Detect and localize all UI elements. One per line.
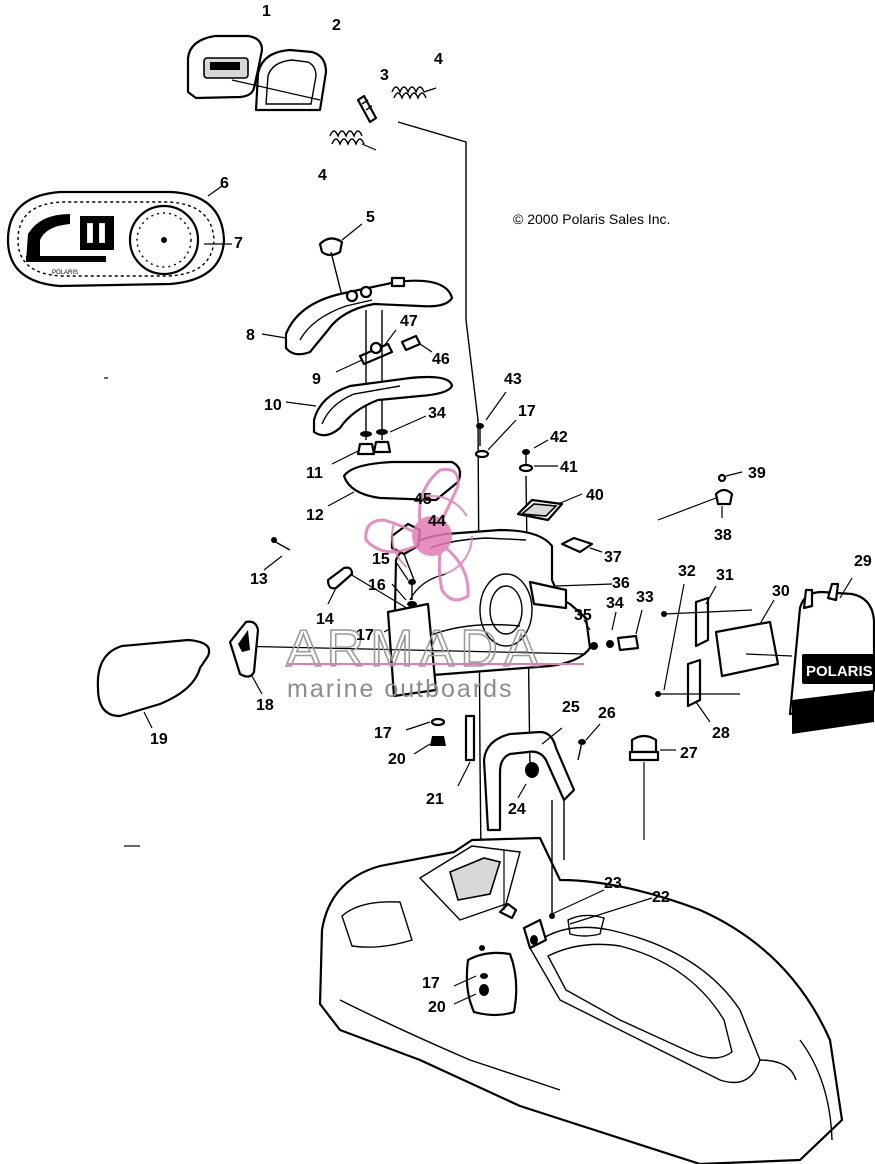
callout-17-upper: 17 (518, 403, 536, 420)
watermark-propeller-blade-right (437, 546, 470, 602)
callout-9: 9 (312, 371, 321, 388)
callout-17-lower: 17 (374, 725, 392, 742)
part-cap-27 (628, 734, 676, 840)
callout-12: 12 (306, 507, 324, 524)
callout-11: 11 (306, 465, 323, 482)
part-mirror (96, 638, 211, 729)
part-knob (318, 223, 363, 297)
callout-43: 43 (504, 371, 522, 388)
callout-32: 32 (678, 563, 696, 580)
part-washer-nut-20 (405, 717, 446, 755)
callout-40: 40 (586, 487, 604, 504)
callout-38: 38 (714, 527, 732, 544)
callout-41: 41 (560, 459, 578, 476)
part-pin-21 (457, 714, 476, 787)
part-bolt-26 (577, 723, 601, 761)
callout-17-bottom: 17 (422, 975, 440, 992)
part-spring-lower (329, 130, 377, 151)
callout-21: 21 (426, 791, 444, 808)
part-cap-38 (657, 471, 743, 521)
part-hull-deck (318, 800, 844, 1164)
callout-4-lower: 4 (318, 167, 327, 184)
callout-5: 5 (366, 209, 375, 226)
copyright-text: © 2000 Polaris Sales Inc. (513, 211, 670, 227)
callout-16: 16 (368, 577, 386, 594)
callout-24: 24 (508, 801, 526, 818)
callout-15: 15 (372, 551, 390, 568)
part-panel-strips (655, 583, 793, 723)
mirror-stem-line (231, 645, 587, 655)
panel-logo-text: POLARIS (806, 663, 873, 680)
part-upper-cover (261, 276, 454, 356)
callout-39: 39 (748, 465, 766, 482)
part-display-cover (186, 34, 264, 100)
callout-1: 1 (262, 3, 271, 20)
callout-3: 3 (380, 67, 389, 84)
callout-44: 44 (428, 513, 446, 530)
callout-26: 26 (598, 705, 616, 722)
callout-25: 25 (562, 699, 580, 716)
gauge-brand-text: POLARIS (52, 270, 78, 276)
part-nut-24 (517, 762, 539, 799)
callout-8: 8 (246, 327, 255, 344)
part-bolts-33-35 (583, 609, 643, 652)
watermark-tagline-text: marine outboards (287, 675, 514, 703)
callout-6: 6 (220, 175, 229, 192)
watermark-logo (364, 467, 473, 602)
cable-line (397, 121, 483, 951)
part-screw-13 (263, 537, 291, 571)
watermark-propeller-blade-left (364, 518, 420, 554)
part-mirror-mount (228, 620, 263, 695)
watermark-propeller-blade-top (417, 467, 460, 526)
part-front-panel: POLARIS (788, 577, 875, 734)
callout-2: 2 (332, 17, 341, 34)
callout-10: 10 (264, 397, 282, 414)
watermark-brand-text: ARMADA (286, 620, 544, 678)
callout-18: 18 (256, 697, 274, 714)
part-gasket (285, 375, 454, 437)
callout-37: 37 (604, 549, 622, 566)
part-nuts-11-34 (331, 415, 427, 465)
part-bolt-43 (474, 391, 517, 459)
callout-47: 47 (400, 313, 418, 330)
callout-20-bottom: 20 (428, 999, 446, 1016)
callout-36: 36 (612, 575, 630, 592)
callout-13: 13 (250, 571, 268, 588)
callout-45: 45 (414, 491, 432, 508)
part-spring-pin (356, 94, 378, 124)
callout-labels: 1 2 3 4 4 5 6 7 8 9 47 46 10 34 11 12 43… (150, 3, 872, 1016)
callout-17-mid: 17 (356, 627, 374, 644)
part-instrument-cluster: POLARIS (6, 185, 232, 288)
part-clip (516, 493, 583, 522)
part-pivot-bracket (335, 310, 433, 440)
watermark-propeller-ring (391, 495, 473, 577)
callout-34-lower: 34 (606, 595, 624, 612)
callout-33: 33 (636, 589, 654, 606)
callout-42: 42 (550, 429, 568, 446)
callout-4: 4 (434, 51, 443, 68)
callout-31: 31 (716, 567, 734, 584)
part-grommet-14 (326, 566, 411, 611)
part-handle-bracket (482, 727, 576, 832)
callout-27: 27 (680, 745, 698, 762)
watermark-propeller-hub (412, 516, 452, 556)
callout-19: 19 (150, 731, 168, 748)
callout-34-upper: 34 (428, 405, 446, 422)
callout-14: 14 (316, 611, 334, 628)
part-pin-37 (560, 536, 603, 554)
callout-22: 22 (652, 889, 670, 906)
part-spring-upper (391, 86, 437, 100)
callout-46: 46 (432, 351, 450, 368)
callout-29: 29 (854, 553, 872, 570)
part-plate (327, 460, 462, 507)
part-trim-ring (231, 48, 328, 112)
callout-30: 30 (772, 583, 790, 600)
callout-35: 35 (574, 607, 592, 624)
callout-7: 7 (234, 235, 243, 252)
callout-23: 23 (604, 875, 622, 892)
callout-20-upper: 20 (388, 751, 406, 768)
callout-28: 28 (712, 725, 730, 742)
